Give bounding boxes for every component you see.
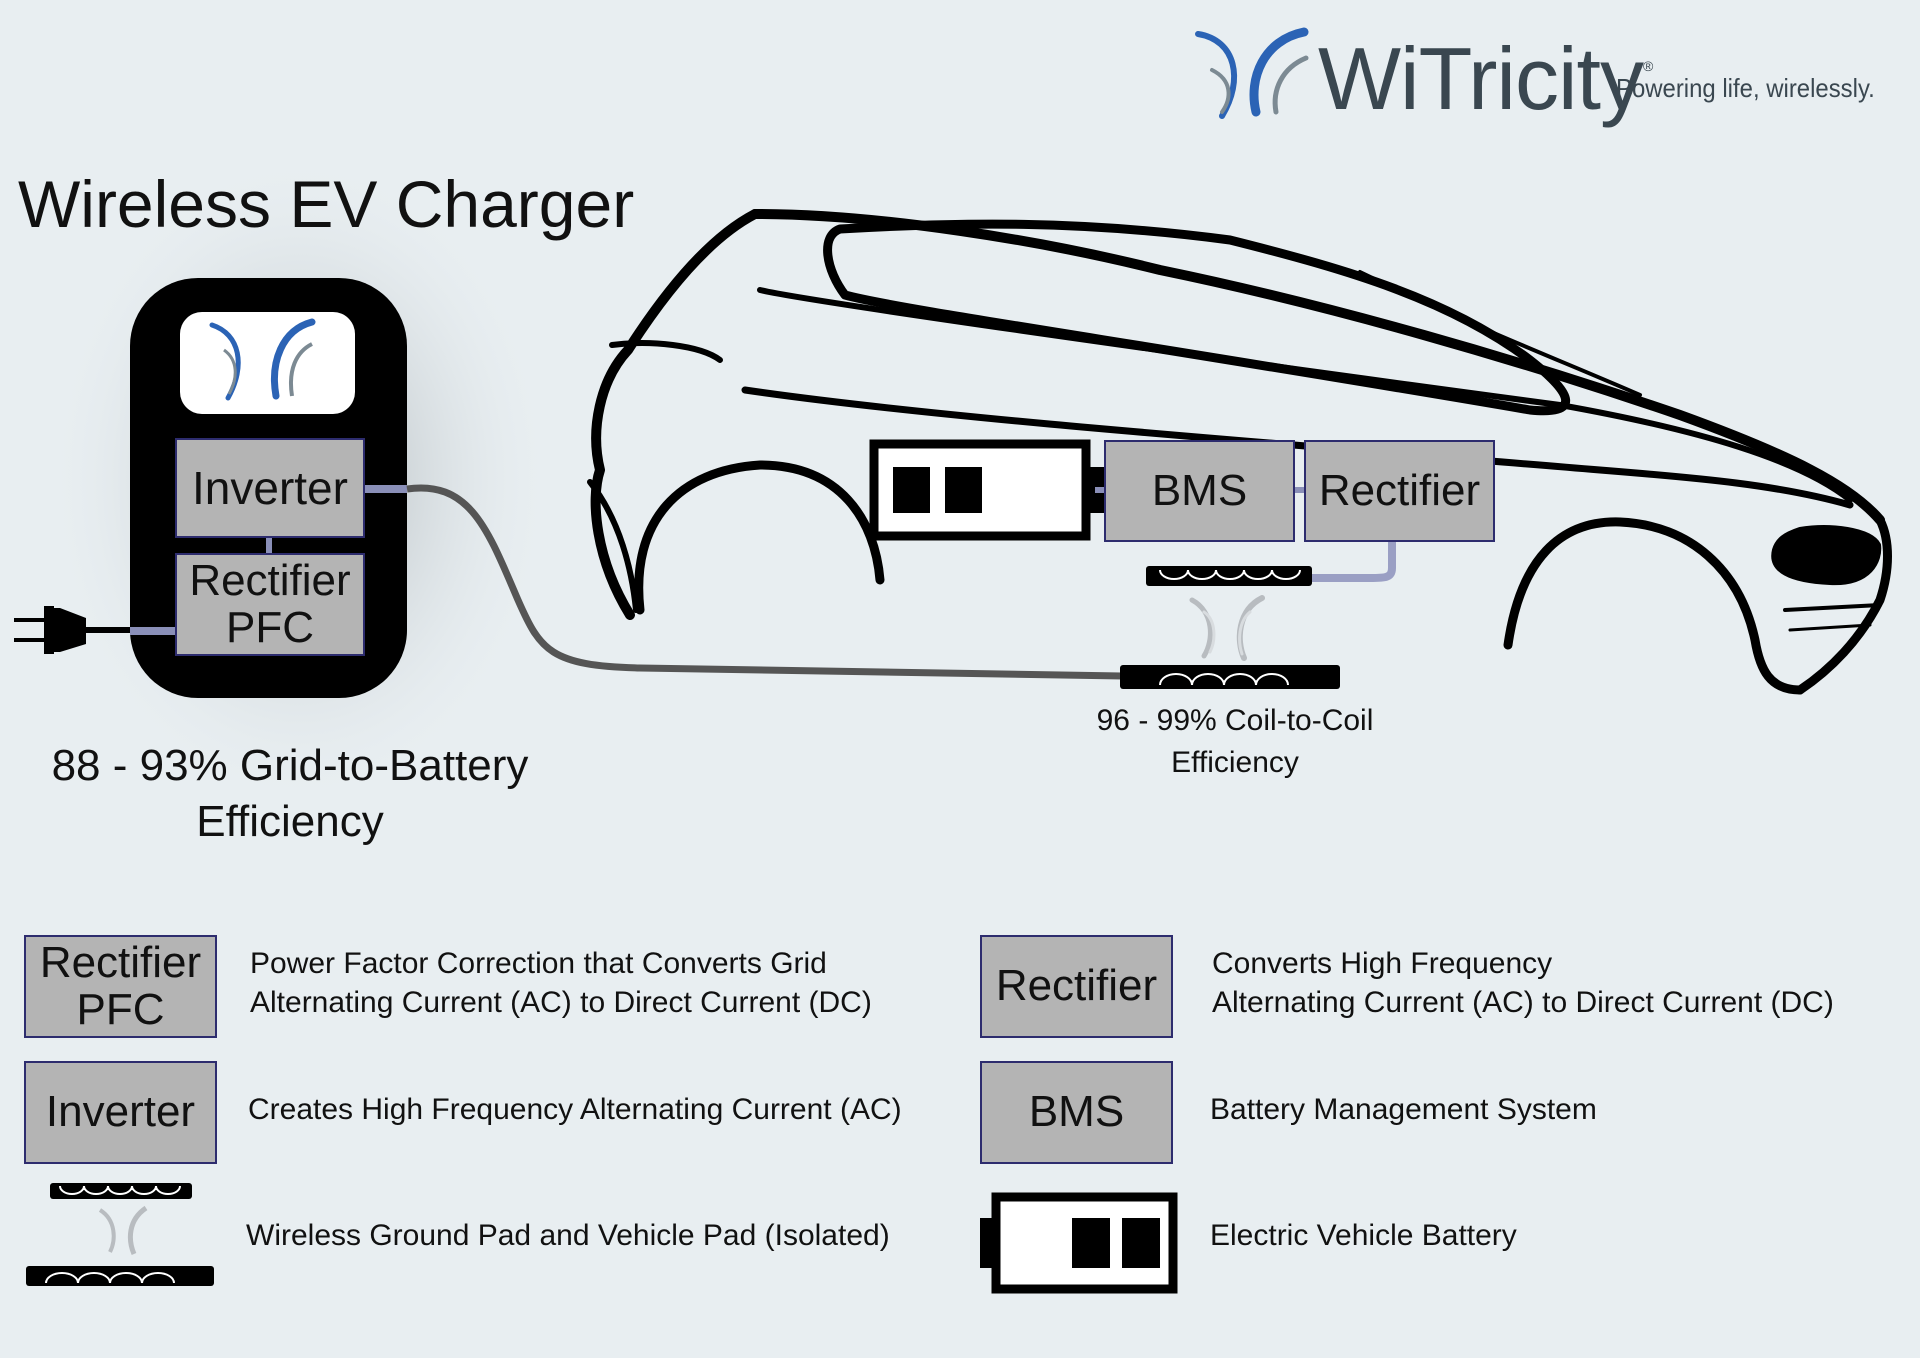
legend-battery-icon [980, 1192, 1178, 1294]
charger-inverter-box: Inverter [175, 438, 365, 538]
ground-pad-icon [1120, 665, 1340, 689]
legend-wireless-pads-icon [26, 1183, 214, 1286]
vehicle-battery-icon [869, 439, 1104, 541]
legend-bms-box: BMS [980, 1061, 1173, 1164]
legend-inverter-line-1: Creates High Frequency Alternating Curre… [248, 1093, 902, 1126]
inverter-output-stub [365, 485, 407, 493]
legend-rectifier-text: Converts High Frequency Alternating Curr… [1212, 944, 1834, 1022]
charger-rectifier-label: Rectifier [189, 556, 351, 606]
charger-logo-icon [209, 318, 316, 401]
wireless-arcs-icon [1189, 595, 1265, 661]
legend-rectifier-line-2: Alternating Current (AC) to Direct Curre… [1212, 986, 1834, 1019]
legend-inverter-box: Inverter [24, 1061, 217, 1164]
legend-battery-text: Electric Vehicle Battery [1210, 1216, 1517, 1255]
brand-name: WiTricity® [1318, 28, 1653, 130]
charger-rectifier-pfc-box: Rectifier PFC [175, 553, 365, 656]
legend-inverter-label: Inverter [45, 1087, 196, 1137]
grid-efficiency-line-1: 88 - 93% Grid-to-Battery [51, 741, 529, 790]
coil-efficiency-line-1: 96 - 99% Coil-to-Coil [1096, 704, 1374, 737]
legend-rectifier-pfc-label-2: PFC [76, 984, 165, 1034]
grid-efficiency-line-2: Efficiency [196, 797, 384, 846]
brand-tagline: Powering life, wirelessly. [1616, 73, 1875, 103]
charger-inverter-label: Inverter [192, 461, 348, 514]
vehicle-rectifier-box: Rectifier [1304, 440, 1495, 542]
legend-rectifier-pfc-label-1: Rectifier [39, 938, 202, 988]
legend-pads-text: Wireless Ground Pad and Vehicle Pad (Iso… [246, 1216, 890, 1255]
charger-pfc-label: PFC [226, 602, 314, 652]
brand-name-text: WiTricity [1318, 29, 1644, 128]
legend-bms-label: BMS [1028, 1087, 1125, 1137]
legend-bms-text: Battery Management System [1210, 1090, 1597, 1129]
vehicle-rectifier-label: Rectifier [1318, 465, 1481, 515]
page-title: Wireless EV Charger [18, 167, 635, 241]
legend-rectifier-label: Rectifier [995, 961, 1158, 1011]
rectifier-pad-link [1312, 542, 1396, 582]
coil-efficiency-line-2: Efficiency [1171, 746, 1299, 779]
coil-to-coil-efficiency: 96 - 99% Coil-to-Coil Efficiency [1060, 700, 1410, 784]
legend-rectifier-pfc-box: Rectifier PFC [24, 935, 217, 1038]
vehicle-bms-label: BMS [1151, 465, 1248, 515]
legend-rectifier-box: Rectifier [980, 935, 1173, 1038]
legend-rectifier-pfc-line-1: Power Factor Correction that Converts Gr… [250, 947, 827, 980]
legend-rectifier-pfc-line-2: Alternating Current (AC) to Direct Curre… [250, 986, 872, 1019]
legend-pads-line-1: Wireless Ground Pad and Vehicle Pad (Iso… [246, 1219, 890, 1252]
legend-bms-line-1: Battery Management System [1210, 1093, 1597, 1126]
power-plug-icon [14, 606, 130, 654]
charger-logo-plate [180, 312, 355, 414]
vehicle-pad-icon [1146, 566, 1312, 586]
inverter-rectifier-link [266, 538, 272, 553]
legend-inverter-text: Creates High Frequency Alternating Curre… [248, 1090, 902, 1129]
charger-cable [406, 484, 1123, 680]
bms-rectifier-link [1294, 487, 1306, 493]
witricity-logo-icon [1195, 27, 1309, 119]
battery-bms-link [1095, 487, 1107, 493]
legend-rectifier-pfc-text: Power Factor Correction that Converts Gr… [250, 944, 872, 1022]
grid-to-battery-efficiency: 88 - 93% Grid-to-Battery Efficiency [40, 738, 540, 850]
plug-connector [130, 627, 177, 635]
legend-battery-line-1: Electric Vehicle Battery [1210, 1219, 1517, 1252]
vehicle-bms-box: BMS [1104, 440, 1295, 542]
legend-rectifier-line-1: Converts High Frequency [1212, 947, 1553, 980]
brand-registered-mark: ® [1642, 58, 1653, 74]
